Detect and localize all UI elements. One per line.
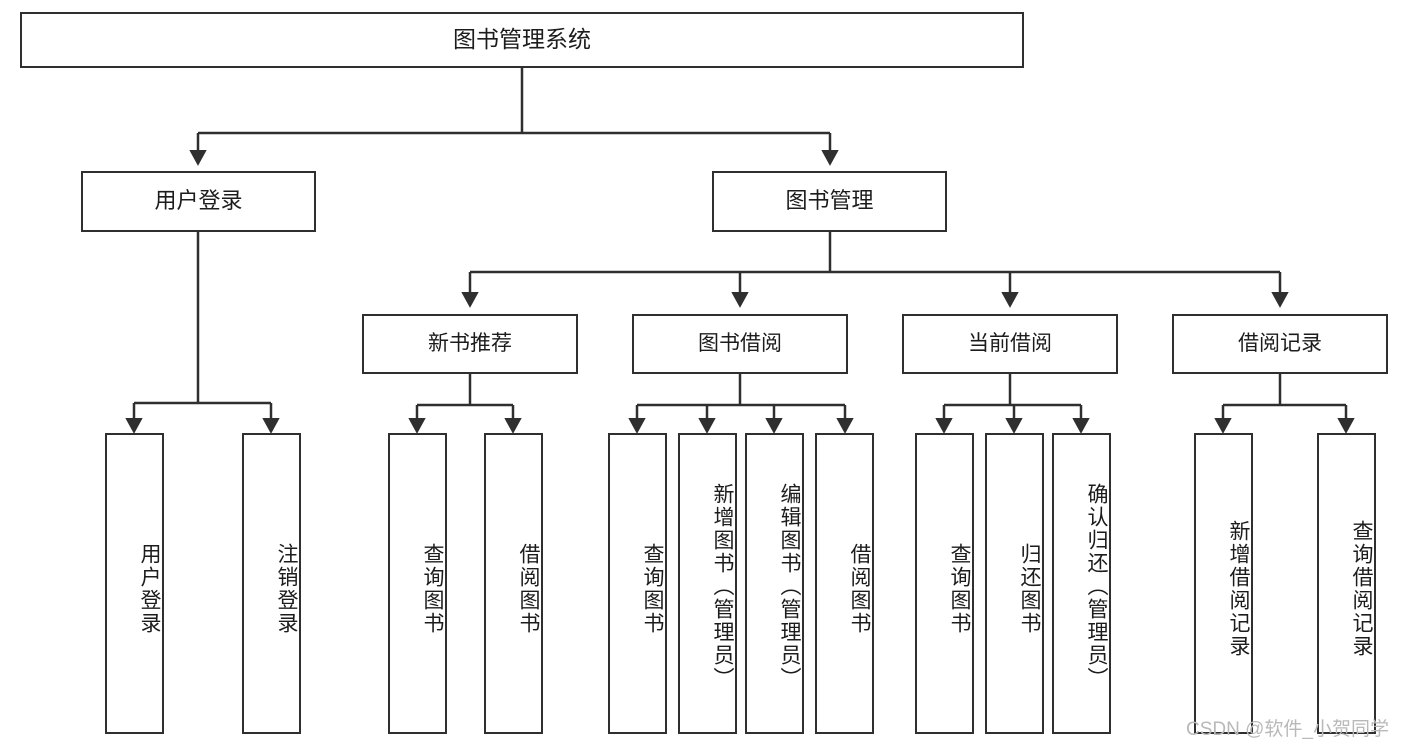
leaf-query-book-recommend[interactable]: 查询图书 xyxy=(388,433,447,734)
node-label: 图书借阅 xyxy=(698,331,782,355)
node-label: 借阅记录 xyxy=(1238,331,1322,355)
node-label: 新增借阅记录 xyxy=(1227,519,1250,658)
node-label: 借阅图书 xyxy=(517,542,540,635)
node-label: 图书管理系统 xyxy=(453,26,591,53)
node-label: 新书推荐 xyxy=(428,331,512,355)
node-label: 新增图书（管理员） xyxy=(711,483,734,690)
node-current-borrow[interactable]: 当前借阅 xyxy=(902,314,1118,374)
node-label: 用户登录 xyxy=(154,188,243,214)
leaf-query-borrow-record[interactable]: 查询借阅记录 xyxy=(1317,433,1376,734)
node-label: 归还图书 xyxy=(1018,542,1041,635)
leaf-logout[interactable]: 注销登录 xyxy=(242,433,301,734)
leaf-borrow-book[interactable]: 借阅图书 xyxy=(815,433,874,734)
node-label: 查询图书 xyxy=(641,542,664,635)
node-label: 确认归还（管理员） xyxy=(1085,483,1108,690)
node-label: 当前借阅 xyxy=(968,331,1052,355)
node-borrow-record[interactable]: 借阅记录 xyxy=(1172,314,1388,374)
node-label: 注销登录 xyxy=(275,542,298,635)
leaf-borrow-book-recommend[interactable]: 借阅图书 xyxy=(484,433,543,734)
node-label: 用户登录 xyxy=(138,542,161,635)
node-label: 图书管理 xyxy=(785,188,874,214)
leaf-query-book-borrow[interactable]: 查询图书 xyxy=(608,433,667,734)
leaf-return-book[interactable]: 归还图书 xyxy=(985,433,1044,734)
node-book-management[interactable]: 图书管理 xyxy=(712,171,947,232)
node-label: 查询图书 xyxy=(948,542,971,635)
leaf-add-borrow-record[interactable]: 新增借阅记录 xyxy=(1194,433,1253,734)
node-label: 查询借阅记录 xyxy=(1350,519,1373,658)
node-root-system[interactable]: 图书管理系统 xyxy=(20,12,1024,68)
leaf-user-login[interactable]: 用户登录 xyxy=(105,433,164,734)
leaf-query-book-current[interactable]: 查询图书 xyxy=(915,433,974,734)
node-label: 查询图书 xyxy=(421,542,444,635)
leaf-add-book-admin[interactable]: 新增图书（管理员） xyxy=(678,433,737,734)
node-new-book-recommend[interactable]: 新书推荐 xyxy=(362,314,578,374)
leaf-confirm-return-admin[interactable]: 确认归还（管理员） xyxy=(1052,433,1111,734)
node-label: 借阅图书 xyxy=(848,542,871,635)
node-user-login[interactable]: 用户登录 xyxy=(81,171,316,232)
node-label: 编辑图书（管理员） xyxy=(778,483,801,690)
node-book-borrow[interactable]: 图书借阅 xyxy=(632,314,848,374)
leaf-edit-book-admin[interactable]: 编辑图书（管理员） xyxy=(745,433,804,734)
watermark-text: CSDN @软件_小贺同学 xyxy=(1186,719,1389,740)
